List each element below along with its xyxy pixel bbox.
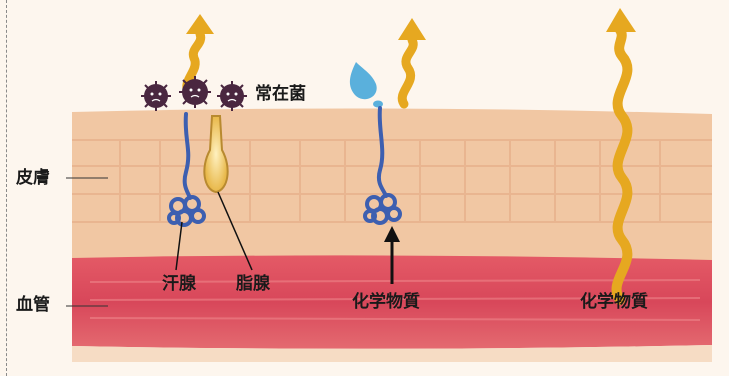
odor-arrow-3-head: [606, 8, 636, 32]
sweat-gland-label: 汗腺: [162, 276, 196, 293]
chemical-substance-label-2: 化学物質: [580, 294, 648, 311]
bacteria-icons: [141, 76, 247, 111]
odor-arrow-2-head: [398, 18, 426, 40]
blood-vessel-label: 血管: [16, 297, 50, 314]
odor-arrow-2: [402, 40, 413, 104]
sebaceous-gland-label: 脂腺: [236, 276, 270, 293]
odor-arrow-1-head: [186, 14, 214, 34]
sweat-droplet-icon: [350, 62, 377, 99]
bacteria-label: 常在菌: [255, 86, 306, 103]
sweat-splash-icon: [373, 101, 383, 108]
chemical-substance-label-1: 化学物質: [352, 294, 420, 311]
skin-label: 皮膚: [16, 170, 50, 187]
